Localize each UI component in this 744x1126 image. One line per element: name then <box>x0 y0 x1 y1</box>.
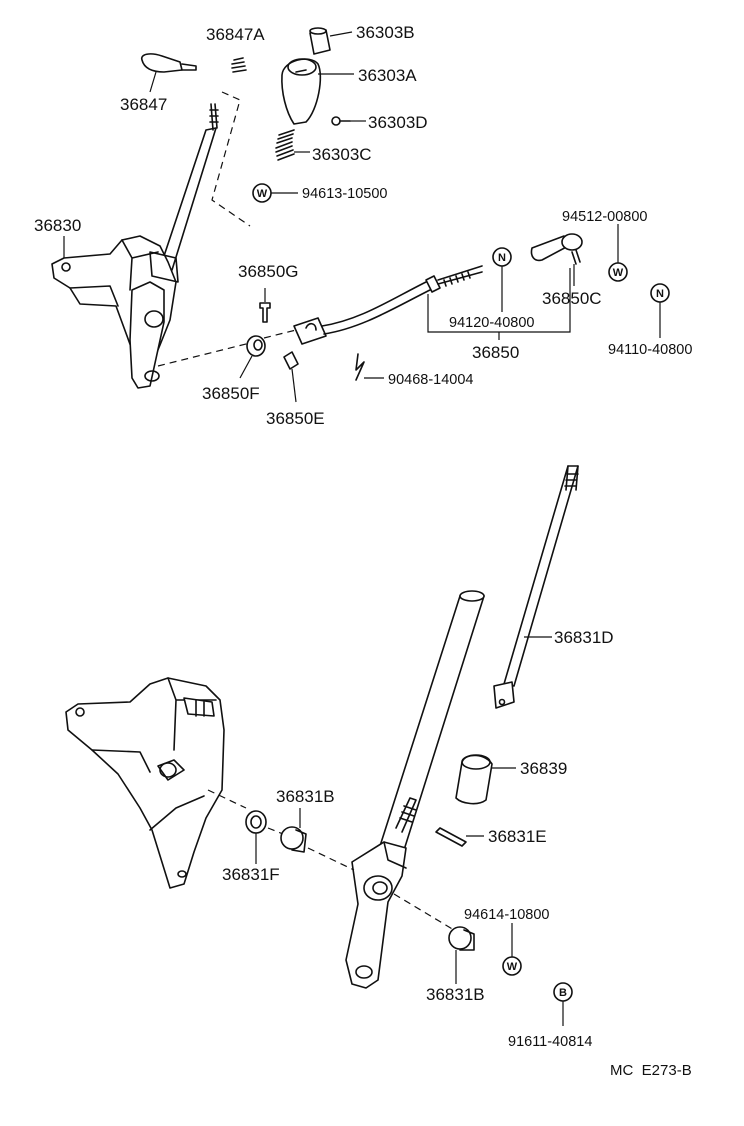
label-36303a: 36303A <box>358 66 417 85</box>
dashed-link-lower-4 <box>393 893 455 931</box>
bolt-symbol-91611: B <box>553 982 573 1026</box>
dashed-lever-guide <box>211 91 251 227</box>
part-36831f-washer <box>245 810 267 864</box>
label-91611-40814: 91611-40814 <box>508 1034 592 1050</box>
label-36850f: 36850F <box>202 384 260 403</box>
diagram-reference-code: MC E273-B <box>610 1062 692 1079</box>
washer-symbol-94512: W <box>608 224 628 282</box>
label-36850: 36850 <box>472 343 519 362</box>
part-36850c-ball-joint <box>530 233 583 286</box>
svg-text:W: W <box>257 188 268 200</box>
label-36831e: 36831E <box>488 827 547 846</box>
part-36839-bushing <box>455 754 516 805</box>
part-36850-shift-rod <box>293 265 483 345</box>
part-36850f-bushing <box>239 335 266 379</box>
label-94512-00800: 94512-00800 <box>562 209 647 225</box>
label-36847a: 36847A <box>206 25 265 44</box>
washer-symbol-94614: W <box>502 923 522 976</box>
part-36831b-bushing-top <box>280 808 307 853</box>
part-36847-pin <box>140 53 197 93</box>
label-36839: 36839 <box>520 759 567 778</box>
part-lower-bracket <box>65 677 225 889</box>
label-94613-10500: 94613-10500 <box>302 186 387 202</box>
label-36303b: 36303B <box>356 23 415 42</box>
dashed-link-upper-2 <box>263 329 297 339</box>
label-36831d: 36831D <box>554 628 614 647</box>
part-36850e-collar <box>283 351 299 403</box>
label-94120-40800: 94120-40800 <box>449 315 534 331</box>
dashed-link-upper <box>157 342 251 367</box>
label-36831b-top: 36831B <box>276 787 335 806</box>
label-36830: 36830 <box>34 216 81 235</box>
label-36850c: 36850C <box>542 289 602 308</box>
label-36303c: 36303C <box>312 145 372 164</box>
svg-text:B: B <box>559 987 567 999</box>
label-36850g: 36850G <box>238 262 299 281</box>
part-36831-lever-arm <box>345 841 407 989</box>
label-94110-40800: 94110-40800 <box>608 342 692 358</box>
svg-text:N: N <box>656 288 664 300</box>
label-36831b-bottom: 36831B <box>426 985 485 1004</box>
svg-text:W: W <box>613 267 624 279</box>
part-36303a-shift-knob <box>281 58 354 125</box>
svg-text:N: N <box>498 252 506 264</box>
dashed-link-lower-3 <box>307 847 355 871</box>
part-36831d-control-rod <box>493 465 579 709</box>
label-36847: 36847 <box>120 95 167 114</box>
label-36850e: 36850E <box>266 409 325 428</box>
nut-symbol-94120: N <box>492 247 512 312</box>
part-36847a-spring <box>231 57 247 73</box>
part-36303d-screw <box>331 116 366 126</box>
label-94614-10800: 94614-10800 <box>464 907 549 923</box>
part-shift-lever-upper <box>159 103 219 271</box>
label-90468-14004: 90468-14004 <box>388 372 473 388</box>
svg-text:W: W <box>507 961 518 973</box>
label-36303d: 36303D <box>368 113 428 132</box>
nut-symbol-94110: N <box>650 283 670 338</box>
part-90468-clip <box>355 353 384 381</box>
part-36831e-pin <box>435 827 484 847</box>
part-36830-bracket <box>51 235 179 389</box>
label-36831f: 36831F <box>222 865 280 884</box>
part-36831b-bushing-bottom <box>448 926 475 984</box>
part-36850g-bolt <box>259 288 271 323</box>
washer-symbol-94613: W <box>252 183 298 203</box>
part-36831-lever-tube <box>379 590 485 851</box>
part-36303c-spring <box>275 129 310 161</box>
part-36303b-cap <box>309 27 353 55</box>
